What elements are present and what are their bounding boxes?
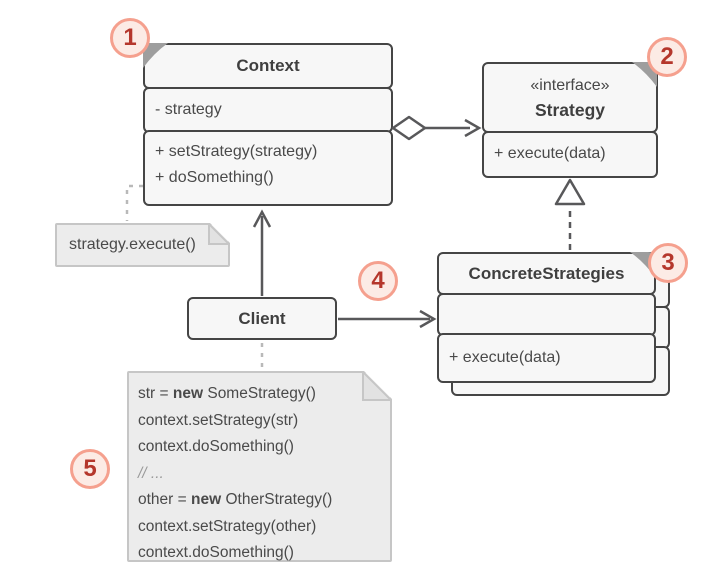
code-line: str = new SomeStrategy()	[138, 385, 316, 402]
note-client-code: str = new SomeStrategy() context.setStrat…	[127, 371, 392, 562]
step-badge-1: 1	[110, 18, 150, 58]
concrete-title-compartment: ConcreteStrategies	[437, 252, 656, 295]
context-title-compartment: Context	[143, 43, 393, 89]
context-class-name: Context	[236, 56, 300, 75]
aggregation-diamond-icon	[391, 115, 427, 141]
step-badge-5: 5	[70, 449, 110, 489]
class-box-concrete-strategies: ConcreteStrategies + execute(data)	[437, 252, 656, 383]
note-fold-corner-icon	[362, 371, 392, 401]
code-block: str = new SomeStrategy() context.setStrat…	[138, 381, 384, 567]
step-badge-2: 2	[647, 37, 687, 77]
strategy-title-compartment: «interface» Strategy	[482, 62, 658, 133]
strategy-stereotype: «interface»	[530, 76, 610, 94]
concrete-method: + execute(data)	[449, 349, 561, 366]
strategy-methods-compartment: + execute(data)	[482, 130, 658, 178]
client-title-compartment: Client	[187, 297, 337, 340]
client-context-arrowhead-icon	[252, 209, 272, 228]
concrete-class-name: ConcreteStrategies	[468, 263, 625, 283]
context-method: + doSomething()	[155, 169, 274, 186]
strategy-method: + execute(data)	[494, 145, 606, 162]
context-corner-fold-icon	[143, 43, 168, 68]
code-line: context.setStrategy(str)	[138, 411, 299, 429]
code-line: context.doSomething()	[138, 438, 294, 455]
concrete-methods-compartment: + execute(data)	[437, 333, 656, 383]
step-badge-4: 4	[358, 261, 398, 301]
inheritance-triangle-icon	[554, 178, 586, 206]
note-fold-corner-icon	[208, 223, 230, 245]
code-line: context.setStrategy(other)	[138, 517, 317, 535]
class-box-client: Client	[187, 297, 337, 340]
note-text: strategy.execute()	[69, 236, 196, 253]
strategy-class-name: Strategy	[534, 99, 606, 120]
context-fields-compartment: - strategy	[143, 86, 393, 133]
code-line: context.doSomething()	[138, 544, 294, 561]
context-method: + setStrategy(strategy)	[155, 143, 318, 160]
concrete-fields-compartment	[437, 292, 656, 336]
execute-note-connector	[125, 184, 143, 221]
step-badge-3: 3	[648, 243, 688, 283]
class-box-strategy: «interface» Strategy + execute(data)	[482, 62, 658, 178]
note-strategy-execute: strategy.execute()	[55, 223, 230, 267]
context-field: - strategy	[155, 100, 222, 118]
client-concrete-arrowhead-icon	[419, 309, 437, 329]
client-class-name: Client	[238, 308, 286, 328]
code-line: other = new OtherStrategy()	[138, 491, 333, 508]
aggregation-arrowhead-icon	[464, 118, 482, 138]
code-line: // ...	[138, 464, 164, 482]
context-methods-compartment: + setStrategy(strategy) + doSomething()	[143, 130, 393, 206]
class-box-context: Context - strategy + setStrategy(strateg…	[143, 43, 393, 206]
